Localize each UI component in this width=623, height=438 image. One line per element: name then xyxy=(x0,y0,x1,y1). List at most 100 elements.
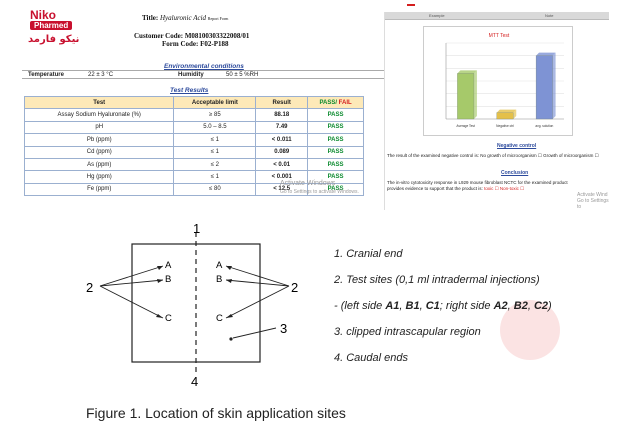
cell-test: pH xyxy=(23,120,175,135)
toxic-options: toxic ☐ Non-toxic ☐ xyxy=(484,186,525,191)
red-marker xyxy=(407,4,415,6)
legend-item-2: 2. Test sites (0,1 ml intradermal inject… xyxy=(334,274,540,286)
test-results-title: Test Results xyxy=(170,87,209,94)
conclusion-title: Conclusion xyxy=(501,170,529,176)
label-4: 4 xyxy=(191,374,198,389)
right-pointer-lines xyxy=(225,265,290,319)
test-report: Niko Pharmed نیکو فارمد Title: Hyaluroni… xyxy=(22,0,384,210)
title-tag: Report Form xyxy=(207,16,229,21)
logo-persian: نیکو فارمد xyxy=(28,34,80,45)
legend-item-3: 3. clipped intrascapular region xyxy=(334,326,481,338)
site-a2: A2 xyxy=(493,300,508,312)
label-2-right: 2 xyxy=(291,280,298,295)
cell-status: PASS xyxy=(307,170,364,184)
sep: , xyxy=(507,300,514,312)
x-tick-label: avg. solution xyxy=(535,124,553,128)
activate-windows-subtext: Go to Settings to activate Windows. xyxy=(280,189,359,195)
cell-limit: ≤ 80 xyxy=(173,182,257,197)
sep: , xyxy=(527,300,534,312)
bar-2 xyxy=(496,112,514,120)
bar-side xyxy=(473,70,477,119)
cell-status: PASS xyxy=(307,120,364,135)
bar-top xyxy=(496,109,517,113)
background-watermark xyxy=(500,300,560,360)
cell-result: < 0.01 xyxy=(255,157,309,172)
cell-test: Cd (ppm) xyxy=(23,145,175,159)
label-3: 3 xyxy=(280,321,287,336)
title-value: Hyaluronic Acid xyxy=(159,14,207,22)
cell-limit: ≤ 2 xyxy=(173,157,257,172)
sep: , xyxy=(399,300,406,312)
bar-side xyxy=(552,52,556,119)
cell-limit: ≥ 85 xyxy=(173,108,257,122)
report-header: Niko Pharmed نیکو فارمد Title: Hyaluroni… xyxy=(22,0,384,64)
bar-top xyxy=(536,52,556,56)
customer-code-label: Customer Code: xyxy=(134,32,184,40)
conclusion-body: The in-vitro cytotoxicity response in L9… xyxy=(387,180,568,191)
niko-pharmed-logo: Niko Pharmed نیکو فارمد xyxy=(22,8,102,48)
label-1: 1 xyxy=(193,222,200,236)
label-2-left: 2 xyxy=(86,280,93,295)
site-c1: C1 xyxy=(425,300,440,312)
cell-result: 7.49 xyxy=(255,120,309,135)
site-b1: B1 xyxy=(405,300,420,312)
cell-result: 0.089 xyxy=(255,145,309,159)
cell-limit: 5.0 – 8.5 xyxy=(173,120,257,135)
watermark-line-1: Activate Wind xyxy=(577,192,608,198)
conclusion-text: The in-vitro cytotoxicity response in L9… xyxy=(387,180,573,192)
site-left-c: C xyxy=(165,313,172,324)
cell-status: PASS xyxy=(307,108,364,122)
chart-title: MTT Test xyxy=(489,33,510,39)
watermark-line-2: Go to Settings to xyxy=(577,198,609,210)
bar-3 xyxy=(535,55,553,120)
figure-caption: Figure 1. Location of skin application s… xyxy=(86,405,346,421)
bar-side xyxy=(513,109,517,119)
temperature-value: 22 ± 3 °C xyxy=(88,72,114,78)
cell-status: PASS xyxy=(307,182,364,197)
title-label: Title: xyxy=(142,14,159,22)
bar-top xyxy=(457,70,477,74)
site-b2: B2 xyxy=(513,300,528,312)
cell-test: Pb (ppm) xyxy=(23,133,175,147)
legend-item-1: 1. Cranial end xyxy=(334,248,403,260)
humidity-value: 50 ± 5 %RH xyxy=(226,72,259,78)
logo-name: Niko xyxy=(30,8,57,22)
negative-control-title: Negative control xyxy=(497,143,537,149)
skin-sites-figure: 1 4 2 2 3 A B C A B C xyxy=(86,222,298,389)
form-code-line: Form Code: F02-P188 xyxy=(162,40,229,48)
site-c2: C2 xyxy=(533,300,549,312)
env-conditions-title: Environmental conditions xyxy=(164,63,244,70)
legend-item-2-detail: - (left side A1, B1, C1; right side A2, … xyxy=(334,300,552,312)
cell-test: Assay Sodium Hyaluronate (%) xyxy=(23,108,175,122)
ruler-label-left: Example xyxy=(429,13,445,18)
logo-sub: Pharmed xyxy=(30,21,73,30)
customer-code-line: Customer Code: M08100303322008/01 xyxy=(134,32,249,40)
cell-limit: ≤ 1 xyxy=(173,133,257,147)
region-3-pointer xyxy=(232,327,277,339)
bar-1 xyxy=(457,73,475,120)
cell-status: PASS xyxy=(307,145,364,159)
negative-control-text: The result of the examined negative cont… xyxy=(387,153,599,158)
legend-sub-prefix: - (left side xyxy=(334,300,386,312)
test-results-table: Test Acceptable limit Result PASS/ FAIL … xyxy=(23,95,364,197)
temperature-label: Temperature xyxy=(28,72,64,78)
col-header-pass-fail: PASS/ FAIL xyxy=(307,95,364,110)
region-3-dot xyxy=(229,337,233,341)
legend-item-4: 4. Caudal ends xyxy=(334,352,408,364)
cell-limit: ≤ 1 xyxy=(173,145,257,159)
x-tick-label: Negative ctrl xyxy=(496,124,514,128)
site-right-c: C xyxy=(216,313,223,324)
env-conditions-row: Temperature 22 ± 3 °C Humidity 50 ± 5 %R… xyxy=(22,70,384,79)
table-header-row: Test Acceptable limit Result PASS/ FAIL xyxy=(23,95,364,110)
cell-status: PASS xyxy=(307,157,364,172)
fail-label: FAIL xyxy=(337,99,352,106)
